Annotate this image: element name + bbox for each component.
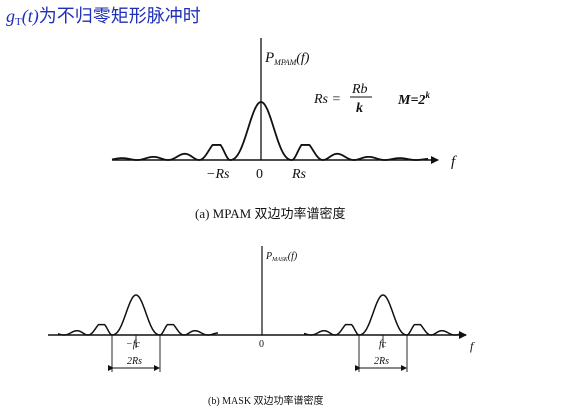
heading-g: g: [6, 6, 15, 26]
b-tick-pos: fc: [379, 339, 387, 350]
heading-sub: T: [15, 16, 22, 28]
b-psd-label: PMASK(f): [265, 251, 298, 263]
a-sinc-curve: [111, 101, 429, 161]
a-axis-f: f: [451, 154, 457, 170]
a-caption: (a) MPAM 双边功率谱密度: [195, 206, 345, 221]
diagram-a: PMPAM(f) Rs = Rb k M=2k −Rs 0 Rs f (a) M…: [111, 38, 457, 221]
a-tick-neg: −Rs: [206, 167, 230, 182]
a-formula-num: Rb: [351, 82, 368, 97]
a-psd-label: PMPAM(f): [264, 50, 310, 67]
heading-text: 为不归零矩形脉冲时: [38, 6, 201, 26]
a-tick-pos: Rs: [291, 167, 307, 182]
b-sinc-curve-right: [303, 294, 463, 336]
heading: gT(t)为不归零矩形脉冲时: [6, 2, 201, 28]
b-caption: (b) MASK 双边功率谱密度: [208, 394, 324, 407]
b-tick-zero: 0: [259, 339, 264, 350]
heading-args: (t): [21, 6, 39, 26]
a-formula-m: M=2k: [397, 90, 430, 108]
a-tick-zero: 0: [256, 167, 263, 182]
diagram-b: PMASK(f) −fc 0 fc 2Rs 2Rs f (b) MASK 双边功…: [48, 246, 475, 407]
a-formula-rs: Rs =: [313, 92, 341, 107]
b-tick-neg: −fc: [126, 339, 141, 350]
a-formula-den: k: [356, 101, 363, 116]
b-width-right-label: 2Rs: [374, 356, 389, 367]
b-sinc-curve-left: [57, 294, 219, 336]
b-width-left-label: 2Rs: [127, 356, 142, 367]
b-axis-f: f: [470, 339, 475, 353]
